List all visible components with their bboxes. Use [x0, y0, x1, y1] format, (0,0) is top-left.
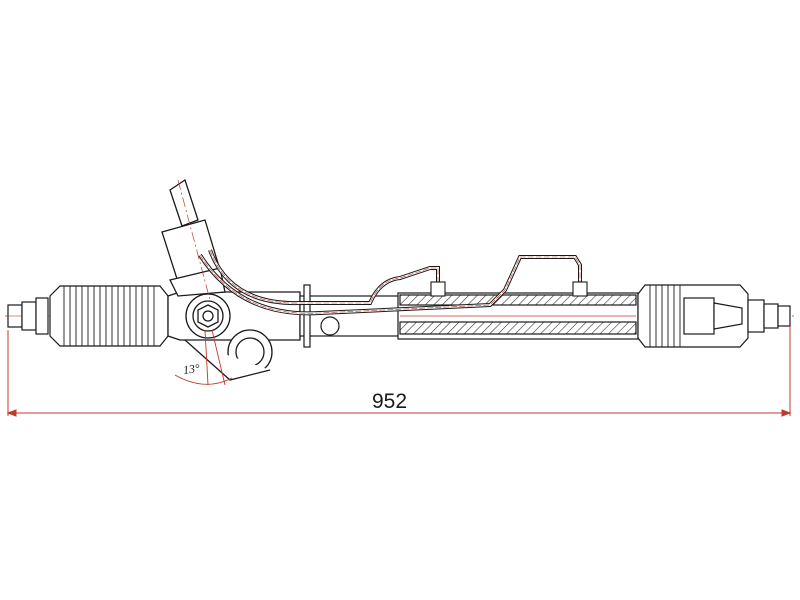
right-bellows-boot: [637, 284, 749, 348]
left-bellows-boot: [49, 285, 169, 347]
left-tie-rod-end: [7, 297, 49, 335]
angle-indicator: [174, 329, 233, 386]
overall-length-label: 952: [372, 390, 408, 413]
rack-tube: [299, 284, 401, 348]
right-tie-rod-end: [747, 299, 791, 333]
angle-label: 13°: [182, 360, 201, 378]
hydraulic-lines: [198, 249, 588, 316]
power-cylinder: [397, 292, 639, 340]
overall-dimension-line: [6, 326, 792, 417]
